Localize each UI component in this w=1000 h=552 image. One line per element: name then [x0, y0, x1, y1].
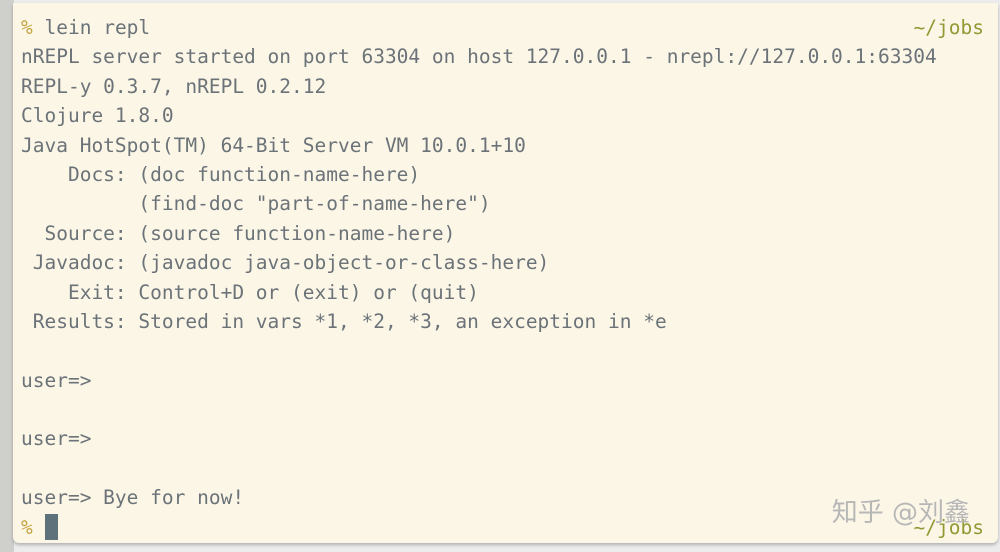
output-line: Docs: (doc function-name-here) [21, 162, 421, 186]
output-line: Java HotSpot(TM) 64-Bit Server VM 10.0.1… [21, 133, 526, 157]
command-line: % lein repl ~/jobs [21, 13, 998, 42]
blank-line [21, 336, 998, 365]
cwd-indicator: ~/jobs [913, 515, 984, 539]
prompt-symbol: % [21, 16, 33, 39]
output-line: Results: Stored in vars *1, *2, *3, an e… [21, 309, 667, 333]
blank-line [21, 454, 998, 483]
blank-line [21, 395, 998, 424]
output-line: (find-doc "part-of-name-here") [21, 192, 491, 216]
terminal-output: % lein repl ~/jobs nREPL server started o… [21, 13, 998, 542]
prompt-symbol: % [21, 515, 33, 539]
shell-prompt-line[interactable]: % ~/jobs [21, 513, 998, 542]
cwd-indicator: ~/jobs [913, 16, 984, 39]
output-line: Exit: Control+D or (exit) or (quit) [21, 280, 479, 304]
repl-prompt-line: user=> [21, 368, 92, 392]
window-left-edge [0, 0, 14, 552]
text-cursor [44, 513, 58, 540]
output-line: Clojure 1.8.0 [21, 104, 174, 128]
terminal-window[interactable]: % lein repl ~/jobs nREPL server started o… [13, 3, 998, 543]
output-line: Javadoc: (javadoc java-object-or-class-h… [21, 251, 550, 275]
output-line: nREPL server started on port 63304 on ho… [21, 45, 937, 69]
repl-exit-line: user=> Bye for now! [21, 486, 245, 510]
command-text: lein repl [44, 16, 151, 39]
output-line: REPL-y 0.3.7, nREPL 0.2.12 [21, 74, 327, 98]
output-line: Source: (source function-name-here) [21, 221, 456, 245]
repl-prompt-line: user=> [21, 427, 92, 451]
watermark-text: 知乎 @刘鑫 [831, 498, 970, 528]
